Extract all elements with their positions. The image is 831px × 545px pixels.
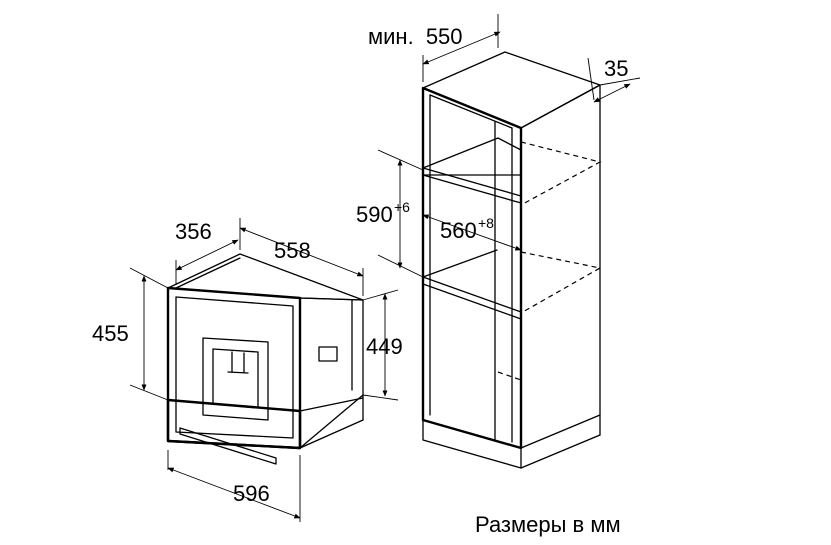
label-590-tolerance: +6 bbox=[394, 199, 410, 215]
label-558: 558 bbox=[274, 238, 311, 263]
shelf-bottom-front-2 bbox=[422, 283, 522, 320]
bottom-edge bbox=[299, 419, 364, 449]
cabinet-plinth bbox=[422, 419, 522, 469]
label-449: 449 bbox=[366, 334, 403, 359]
dispenser-inner bbox=[212, 348, 259, 409]
dim-line-558 bbox=[239, 227, 364, 277]
ext-455-bottom bbox=[129, 384, 169, 401]
appliance-drawing bbox=[166, 253, 364, 465]
cabinet-top bbox=[422, 51, 601, 129]
ext-590-bottom bbox=[377, 254, 424, 278]
label-35: 35 bbox=[604, 56, 628, 81]
appliance-top-face bbox=[167, 253, 364, 301]
plinth-side bbox=[520, 434, 601, 469]
shelf-top-front-2 bbox=[422, 174, 522, 204]
dim-line-356 bbox=[175, 239, 239, 271]
appliance-front-inner bbox=[175, 296, 294, 439]
shelf-bottom-back bbox=[422, 249, 498, 278]
shelf-bottom-front bbox=[422, 276, 522, 313]
label-560-tolerance: +8 bbox=[478, 215, 494, 231]
cabinet-inner-top bbox=[429, 94, 513, 129]
side-handle-icon bbox=[318, 346, 338, 362]
appliance-side-face bbox=[299, 297, 364, 449]
ext-455-top bbox=[129, 267, 169, 289]
rear-outline-bottom bbox=[497, 371, 522, 381]
niche-shelf-top bbox=[422, 137, 522, 176]
cabinet-drawing bbox=[421, 51, 602, 469]
label-560: 560 bbox=[440, 218, 477, 243]
warming-drawer bbox=[166, 398, 302, 450]
drawer-handle bbox=[179, 427, 277, 465]
dispenser-opening bbox=[202, 337, 269, 421]
appliance-front-frame bbox=[166, 286, 302, 450]
drawer-top-edge bbox=[299, 397, 364, 412]
label-590: 590 bbox=[356, 202, 393, 227]
label-550-prefix: мин. bbox=[368, 24, 414, 49]
dim-line-550 bbox=[422, 31, 501, 65]
spout-base bbox=[227, 371, 249, 374]
dim-line-596 bbox=[167, 467, 301, 519]
ext-35-left bbox=[587, 57, 595, 101]
dim-line-560 bbox=[422, 214, 522, 251]
dimensions-caption: Размеры в мм bbox=[475, 512, 621, 537]
label-596: 596 bbox=[233, 481, 270, 506]
ext-449-top bbox=[362, 289, 399, 301]
ext-449-bottom bbox=[362, 394, 399, 401]
rear-outline-lower bbox=[520, 251, 602, 314]
appliance-dimensions bbox=[129, 218, 399, 522]
rear-outline-upper bbox=[520, 141, 602, 206]
top-inner-edge bbox=[175, 257, 241, 289]
cabinet-dimensions bbox=[377, 14, 641, 278]
label-455: 455 bbox=[92, 321, 129, 346]
label-550: мин. 550 bbox=[368, 24, 463, 49]
cabinet-side bbox=[520, 84, 601, 449]
dim-line-35 bbox=[593, 83, 631, 103]
label-356: 356 bbox=[175, 219, 212, 244]
ext-590-top bbox=[377, 149, 424, 171]
shelf-top-front bbox=[422, 167, 522, 197]
label-550-value: 550 bbox=[426, 24, 463, 49]
